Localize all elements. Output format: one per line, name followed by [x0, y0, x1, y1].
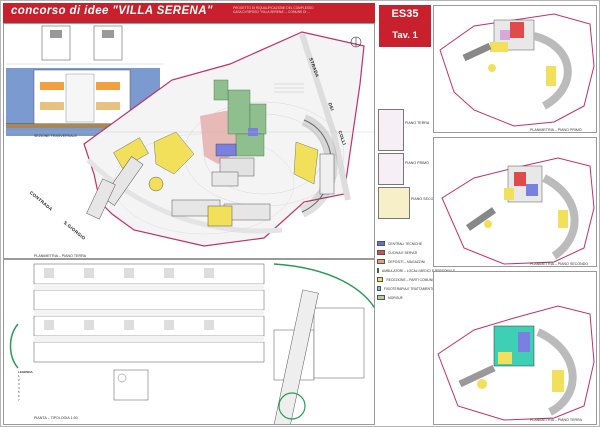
entry-code: ES35 [391, 8, 419, 20]
key-row: 5 [18, 390, 20, 394]
legend-label: RECEZIONE – PARTI COMUNI [386, 277, 433, 282]
legend-swatch [377, 286, 381, 291]
site-plan-panel: STRADA DEI COLLI CONTRADA S.GIORGIO SEZI… [3, 23, 375, 259]
board-title: concorso di idee "VILLA SERENA" [11, 5, 213, 17]
key-row: 2 [18, 378, 20, 382]
legend-label: DEPOSITI – MAGAZZINI [388, 259, 426, 264]
ground-plan-caption: PLANIMETRIA – PIANO TERRA [34, 254, 87, 258]
typology-drawing [9, 263, 374, 424]
section-caption: SEZIONE TRASVERSALE [34, 134, 77, 138]
legend-swatch [377, 277, 384, 282]
plan-first-caption: PLANIMETRIA – PIANO PRIMO [530, 128, 582, 132]
legend-swatch [377, 250, 385, 255]
plan-ground-floor: PLANIMETRIA – PIANO TERRA [433, 271, 597, 425]
title-banner: concorso di idee "VILLA SERENA" PROGETTO… [3, 3, 375, 23]
legend-label: CUCINA E SERVIZI [388, 250, 418, 255]
legend-item: FISIOTERAPIA E TRATTAMENTI [377, 284, 433, 293]
legend-item: CENTRALI TECNICHE [377, 239, 433, 248]
plan-second-floor: PLANIMETRIA – PIANO SECONDO [433, 137, 597, 267]
key-row: LEGENDA [18, 370, 33, 374]
plan-first-floor: PLANIMETRIA – PIANO PRIMO [433, 5, 597, 133]
legend: CENTRALI TECNICHE CUCINA E SERVIZI DEPOS… [377, 239, 455, 302]
floor-thumb-second [378, 187, 410, 219]
legend-item: CUCINA E SERVIZI [377, 248, 433, 257]
side-label-0: PIANO TERRA [405, 121, 430, 125]
legend-swatch [377, 268, 379, 273]
legend-label: MORGUE [388, 295, 403, 300]
legend-item: AMBULATORI – LOCALI MEDICI E PERSONALE [377, 266, 455, 275]
key-table: LEGENDA 1 2 3 4 5 6 7 [18, 370, 33, 402]
key-row: 3 [18, 382, 20, 386]
key-row: 4 [18, 386, 20, 390]
legend-label: AMBULATORI – LOCALI MEDICI E PERSONALE [382, 268, 456, 273]
key-row: 1 [18, 374, 20, 378]
legend-item: DEPOSITI – MAGAZZINI [377, 257, 433, 266]
legend-item: RECEZIONE – PARTI COMUNI [377, 275, 433, 284]
legend-swatch [377, 241, 385, 246]
side-label-1: PIANO PRIMO [405, 161, 429, 165]
legend-swatch [377, 295, 385, 300]
typology-panel: LEGENDA 1 2 3 4 5 6 7 PIANTA – TIPOLOGIA… [3, 259, 375, 425]
board-subtitle: PROGETTO DI RIQUALIFICAZIONE DEL COMPLES… [233, 6, 314, 14]
floor-thumb-ground [378, 109, 404, 151]
key-row: 7 [18, 398, 20, 402]
floor-thumb-first [378, 153, 404, 185]
side-label-2: PIANO SECONDO [411, 197, 442, 201]
legend-label: CENTRALI TECNICHE [388, 241, 423, 246]
typology-caption: PIANTA – TIPOLOGIA 1:50 [34, 416, 78, 420]
table-number: Tav. 1 [392, 30, 418, 41]
legend-item: MORGUE [377, 293, 433, 302]
legend-label: FISIOTERAPIA E TRATTAMENTI [383, 286, 433, 291]
legend-swatch [377, 259, 385, 264]
plan-second-caption: PLANIMETRIA – PIANO SECONDO [530, 262, 589, 266]
key-row: 6 [18, 394, 20, 398]
site-plan-drawing [4, 25, 374, 247]
code-box: ES35 Tav. 1 [379, 5, 431, 47]
plan-ground-caption: PLANIMETRIA – PIANO TERRA [530, 418, 583, 422]
